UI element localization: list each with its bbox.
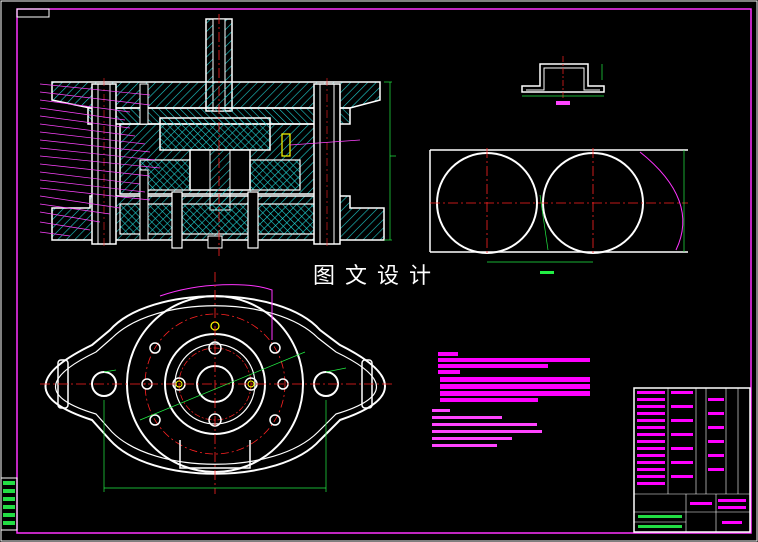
mold-section-view: [39, 14, 396, 256]
part-detail-view: [521, 56, 605, 105]
watermark-text: 图文设计: [313, 264, 442, 289]
mold-plan-view: [40, 272, 392, 494]
left-edge-table: [0, 477, 18, 531]
technical-notes: [432, 352, 590, 447]
frame-tab: [16, 8, 50, 18]
cad-title-block: [633, 387, 751, 533]
inner-frame: [16, 8, 752, 534]
strip-layout-view: [429, 148, 688, 274]
